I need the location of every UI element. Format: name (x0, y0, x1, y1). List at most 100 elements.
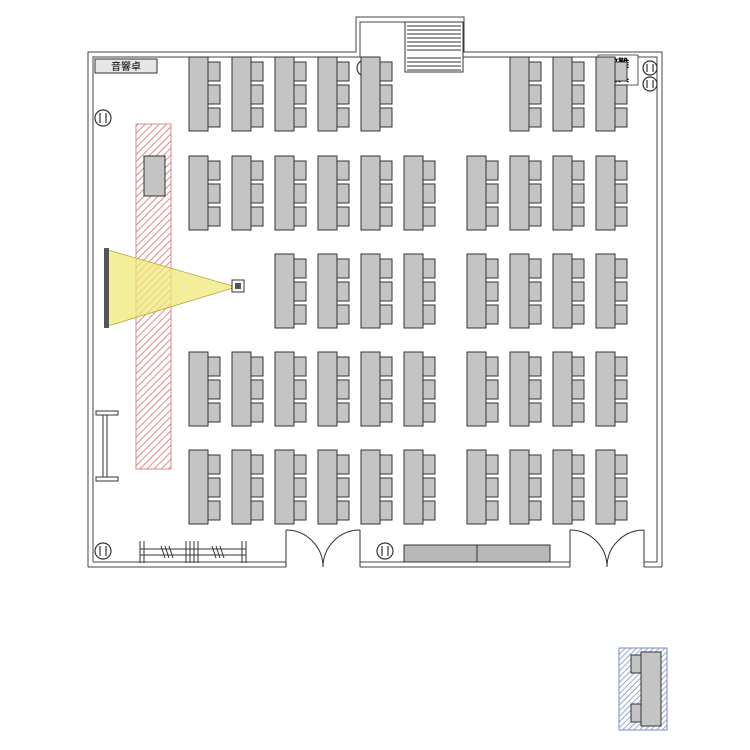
chair (614, 84, 628, 105)
desk (317, 253, 338, 329)
desk-group (274, 253, 307, 329)
desk (595, 449, 616, 525)
chair (485, 304, 499, 325)
desk-group (509, 56, 542, 132)
desk-group (552, 351, 585, 427)
chair (614, 160, 628, 181)
chair (336, 402, 350, 423)
desk-group (552, 253, 585, 329)
chair (293, 107, 307, 128)
chair (571, 206, 585, 227)
chair (614, 281, 628, 302)
desk-group (231, 449, 264, 525)
desk (509, 253, 530, 329)
chair (250, 84, 264, 105)
chair (422, 206, 436, 227)
desk-group (360, 56, 393, 132)
chair (422, 454, 436, 475)
chair (485, 402, 499, 423)
chair (293, 258, 307, 279)
desk (466, 155, 487, 231)
chair (336, 258, 350, 279)
chair (293, 304, 307, 325)
chair (336, 107, 350, 128)
chair (614, 304, 628, 325)
chair (207, 402, 221, 423)
chair (528, 402, 542, 423)
chair (571, 160, 585, 181)
desk (274, 56, 295, 132)
chair (528, 477, 542, 498)
chair (528, 160, 542, 181)
chair (528, 379, 542, 400)
chair (614, 454, 628, 475)
chair (336, 477, 350, 498)
desk-group (274, 449, 307, 525)
chair (614, 61, 628, 82)
desk-group (509, 155, 542, 231)
chair (422, 183, 436, 204)
chair (336, 206, 350, 227)
desk (274, 253, 295, 329)
chair (422, 500, 436, 521)
desk (274, 351, 295, 427)
chair (571, 304, 585, 325)
chair (379, 107, 393, 128)
desk-group (466, 253, 499, 329)
desk (552, 253, 573, 329)
desk (403, 253, 424, 329)
chair (379, 379, 393, 400)
desk-group (317, 56, 350, 132)
chair (528, 84, 542, 105)
chair (336, 160, 350, 181)
microphone-stand (95, 410, 119, 482)
chair (422, 379, 436, 400)
desk (317, 56, 338, 132)
chair (485, 454, 499, 475)
speaker-icon (94, 542, 112, 560)
desk-group (188, 449, 221, 525)
desk-group (466, 155, 499, 231)
chair (614, 183, 628, 204)
desk-group (466, 449, 499, 525)
chair (485, 183, 499, 204)
chair (379, 258, 393, 279)
chair (571, 107, 585, 128)
chair (250, 402, 264, 423)
chair (379, 304, 393, 325)
chair (207, 84, 221, 105)
desk (552, 155, 573, 231)
chair (422, 356, 436, 377)
chair (528, 183, 542, 204)
desk-group (466, 351, 499, 427)
desk-group (274, 351, 307, 427)
desk-group (595, 351, 628, 427)
desk-group (188, 56, 221, 132)
desk (188, 56, 209, 132)
chair (485, 500, 499, 521)
chair (422, 281, 436, 302)
chair (207, 107, 221, 128)
chair (571, 61, 585, 82)
chair (250, 500, 264, 521)
chair (614, 107, 628, 128)
chair (207, 356, 221, 377)
desk-group (552, 56, 585, 132)
chair (571, 454, 585, 475)
desk (231, 449, 252, 525)
desk (360, 56, 381, 132)
chair (293, 61, 307, 82)
chair (293, 477, 307, 498)
chair (336, 281, 350, 302)
desk-group (231, 155, 264, 231)
chair (293, 500, 307, 521)
chair (293, 281, 307, 302)
chair (571, 183, 585, 204)
desk (188, 449, 209, 525)
chair (422, 304, 436, 325)
chair (207, 500, 221, 521)
chair (207, 61, 221, 82)
desk (317, 449, 338, 525)
chair (485, 356, 499, 377)
